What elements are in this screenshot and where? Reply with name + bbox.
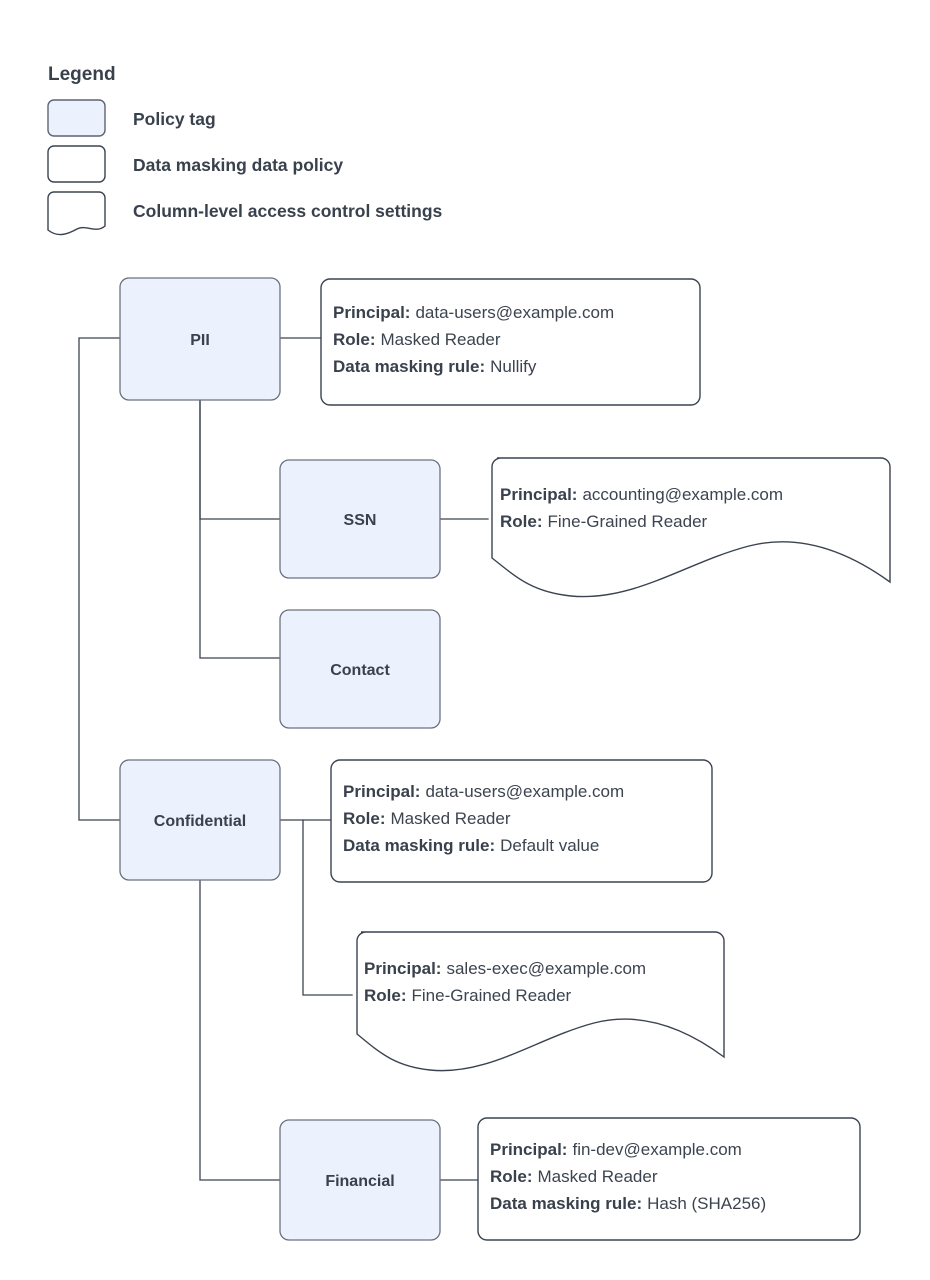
policy-pii-line-1: Principal:data-users@example.com: [333, 303, 614, 322]
policy-confidential-acl-line-1: Principal:sales-exec@example.com: [364, 959, 646, 978]
node-contact[interactable]: Contact: [279, 609, 441, 729]
node-pii-box[interactable]: [119, 277, 281, 401]
legend-label-data-policy: Data masking data policy: [133, 155, 343, 175]
policy-confidential[interactable]: Principal:data-users@example.com Role:Ma…: [330, 759, 713, 883]
legend: Legend Policy tag Data masking data poli…: [47, 64, 443, 236]
node-financial-label: Financial: [325, 1173, 394, 1190]
policy-ssn-acl-box[interactable]: [491, 457, 891, 598]
policy-ssn-acl[interactable]: Principal:accounting@example.com Role:Fi…: [491, 457, 891, 598]
policy-pii-box[interactable]: [320, 278, 701, 406]
policy-pii-line-2: Role:Masked Reader: [333, 330, 501, 349]
policy-tag-swatch: [47, 99, 106, 137]
policy-pii[interactable]: Principal:data-users@example.com Role:Ma…: [320, 278, 701, 406]
edge-pii-to-contact: [199, 399, 281, 659]
node-financial[interactable]: Financial: [279, 1119, 441, 1241]
node-ssn[interactable]: SSN: [279, 459, 441, 579]
legend-label-policy-tag: Policy tag: [133, 109, 216, 129]
policy-financial-line-1: Principal:fin-dev@example.com: [490, 1140, 742, 1159]
node-confidential-label: Confidential: [154, 813, 246, 830]
policy-confidential-acl[interactable]: Principal:sales-exec@example.com Role:Fi…: [356, 931, 725, 1072]
policy-pii-line-3: Data masking rule:Nullify: [333, 357, 537, 376]
legend-title: Legend: [48, 64, 116, 85]
policy-confidential-line-2: Role:Masked Reader: [343, 809, 511, 828]
edge-pii-to-confidential: [78, 337, 121, 821]
policy-ssn-line-1: Principal:accounting@example.com: [500, 485, 783, 504]
policy-financial-line-2: Role:Masked Reader: [490, 1167, 658, 1186]
policy-confidential-acl-box[interactable]: [356, 931, 725, 1072]
policy-confidential-acl-line-2: Role:Fine-Grained Reader: [364, 986, 572, 1005]
policy-confidential-line-3: Data masking rule:Default value: [343, 836, 599, 855]
policy-confidential-box[interactable]: [330, 759, 713, 883]
edge-confidential-to-acl: [302, 819, 353, 996]
edge-confidential-to-financial: [199, 879, 281, 1181]
policy-confidential-line-1: Principal:data-users@example.com: [343, 782, 624, 801]
node-financial-box[interactable]: [279, 1119, 441, 1241]
node-ssn-label: SSN: [344, 512, 377, 529]
policy-financial-line-3: Data masking rule:Hash (SHA256): [490, 1194, 766, 1213]
node-confidential[interactable]: Confidential: [119, 759, 281, 881]
node-pii-label: PII: [190, 332, 210, 349]
legend-label-column-acl: Column-level access control settings: [133, 201, 443, 221]
policy-ssn-line-2: Role:Fine-Grained Reader: [500, 512, 708, 531]
policy-financial-box[interactable]: [477, 1117, 861, 1241]
policy-financial[interactable]: Principal:fin-dev@example.com Role:Maske…: [477, 1117, 861, 1241]
data-policy-swatch: [47, 145, 106, 183]
edge-pii-to-ssn: [199, 399, 281, 520]
node-contact-label: Contact: [330, 662, 390, 679]
node-pii[interactable]: PII: [119, 277, 281, 401]
node-confidential-box[interactable]: [119, 759, 281, 881]
node-contact-box[interactable]: [279, 609, 441, 729]
node-ssn-box[interactable]: [279, 459, 441, 579]
column-acl-swatch: [47, 191, 106, 236]
